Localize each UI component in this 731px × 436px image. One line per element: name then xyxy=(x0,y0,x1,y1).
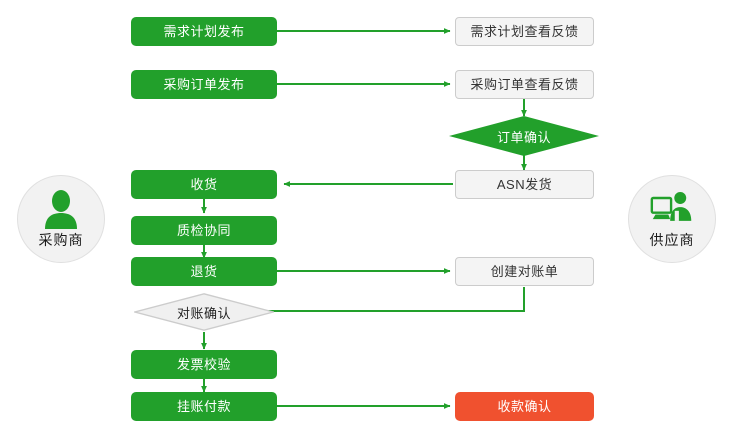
node-asn-ship[interactable]: ASN发货 xyxy=(455,170,594,199)
person-icon xyxy=(45,189,77,229)
node-label: ASN发货 xyxy=(496,177,553,192)
node-label: 订单确认 xyxy=(496,129,551,145)
node-po-feedback[interactable]: 采购订单查看反馈 xyxy=(455,70,594,99)
node-label: 需求计划发布 xyxy=(163,24,245,39)
node-order-confirm[interactable]: 订单确认 xyxy=(449,116,599,156)
node-label: 收款确认 xyxy=(497,399,552,414)
node-demand-plan-publish[interactable]: 需求计划发布 xyxy=(131,17,277,46)
node-return-goods[interactable]: 退货 xyxy=(131,257,277,286)
node-invoice-check[interactable]: 发票校验 xyxy=(131,350,277,379)
node-label: 采购订单查看反馈 xyxy=(470,77,579,92)
node-demand-plan-feedback[interactable]: 需求计划查看反馈 xyxy=(455,17,594,46)
node-statement-confirm[interactable]: 对账确认 xyxy=(134,293,274,331)
node-label: 采购订单发布 xyxy=(163,77,245,92)
actor-buyer[interactable]: 采购商 xyxy=(17,175,105,263)
node-create-statement[interactable]: 创建对账单 xyxy=(455,257,594,286)
person-at-computer-icon xyxy=(650,191,692,221)
node-label: 质检协同 xyxy=(176,223,231,238)
node-receipt-confirm[interactable]: 收款确认 xyxy=(455,392,594,421)
node-payment-posting[interactable]: 挂账付款 xyxy=(131,392,277,421)
node-label: 对账确认 xyxy=(176,305,231,321)
node-label: 需求计划查看反馈 xyxy=(470,24,579,39)
node-label: 收货 xyxy=(190,177,218,192)
node-label: 发票校验 xyxy=(176,357,231,372)
node-label: 退货 xyxy=(190,264,218,279)
actor-supplier[interactable]: 供应商 xyxy=(628,175,716,263)
node-po-publish[interactable]: 采购订单发布 xyxy=(131,70,277,99)
node-label: 挂账付款 xyxy=(176,399,231,414)
actor-supplier-label: 供应商 xyxy=(649,231,695,248)
actor-buyer-label: 采购商 xyxy=(38,231,84,248)
node-label: 创建对账单 xyxy=(490,264,559,279)
node-quality-collab[interactable]: 质检协同 xyxy=(131,216,277,245)
node-receive-goods[interactable]: 收货 xyxy=(131,170,277,199)
diamond-shape-green xyxy=(449,116,599,156)
